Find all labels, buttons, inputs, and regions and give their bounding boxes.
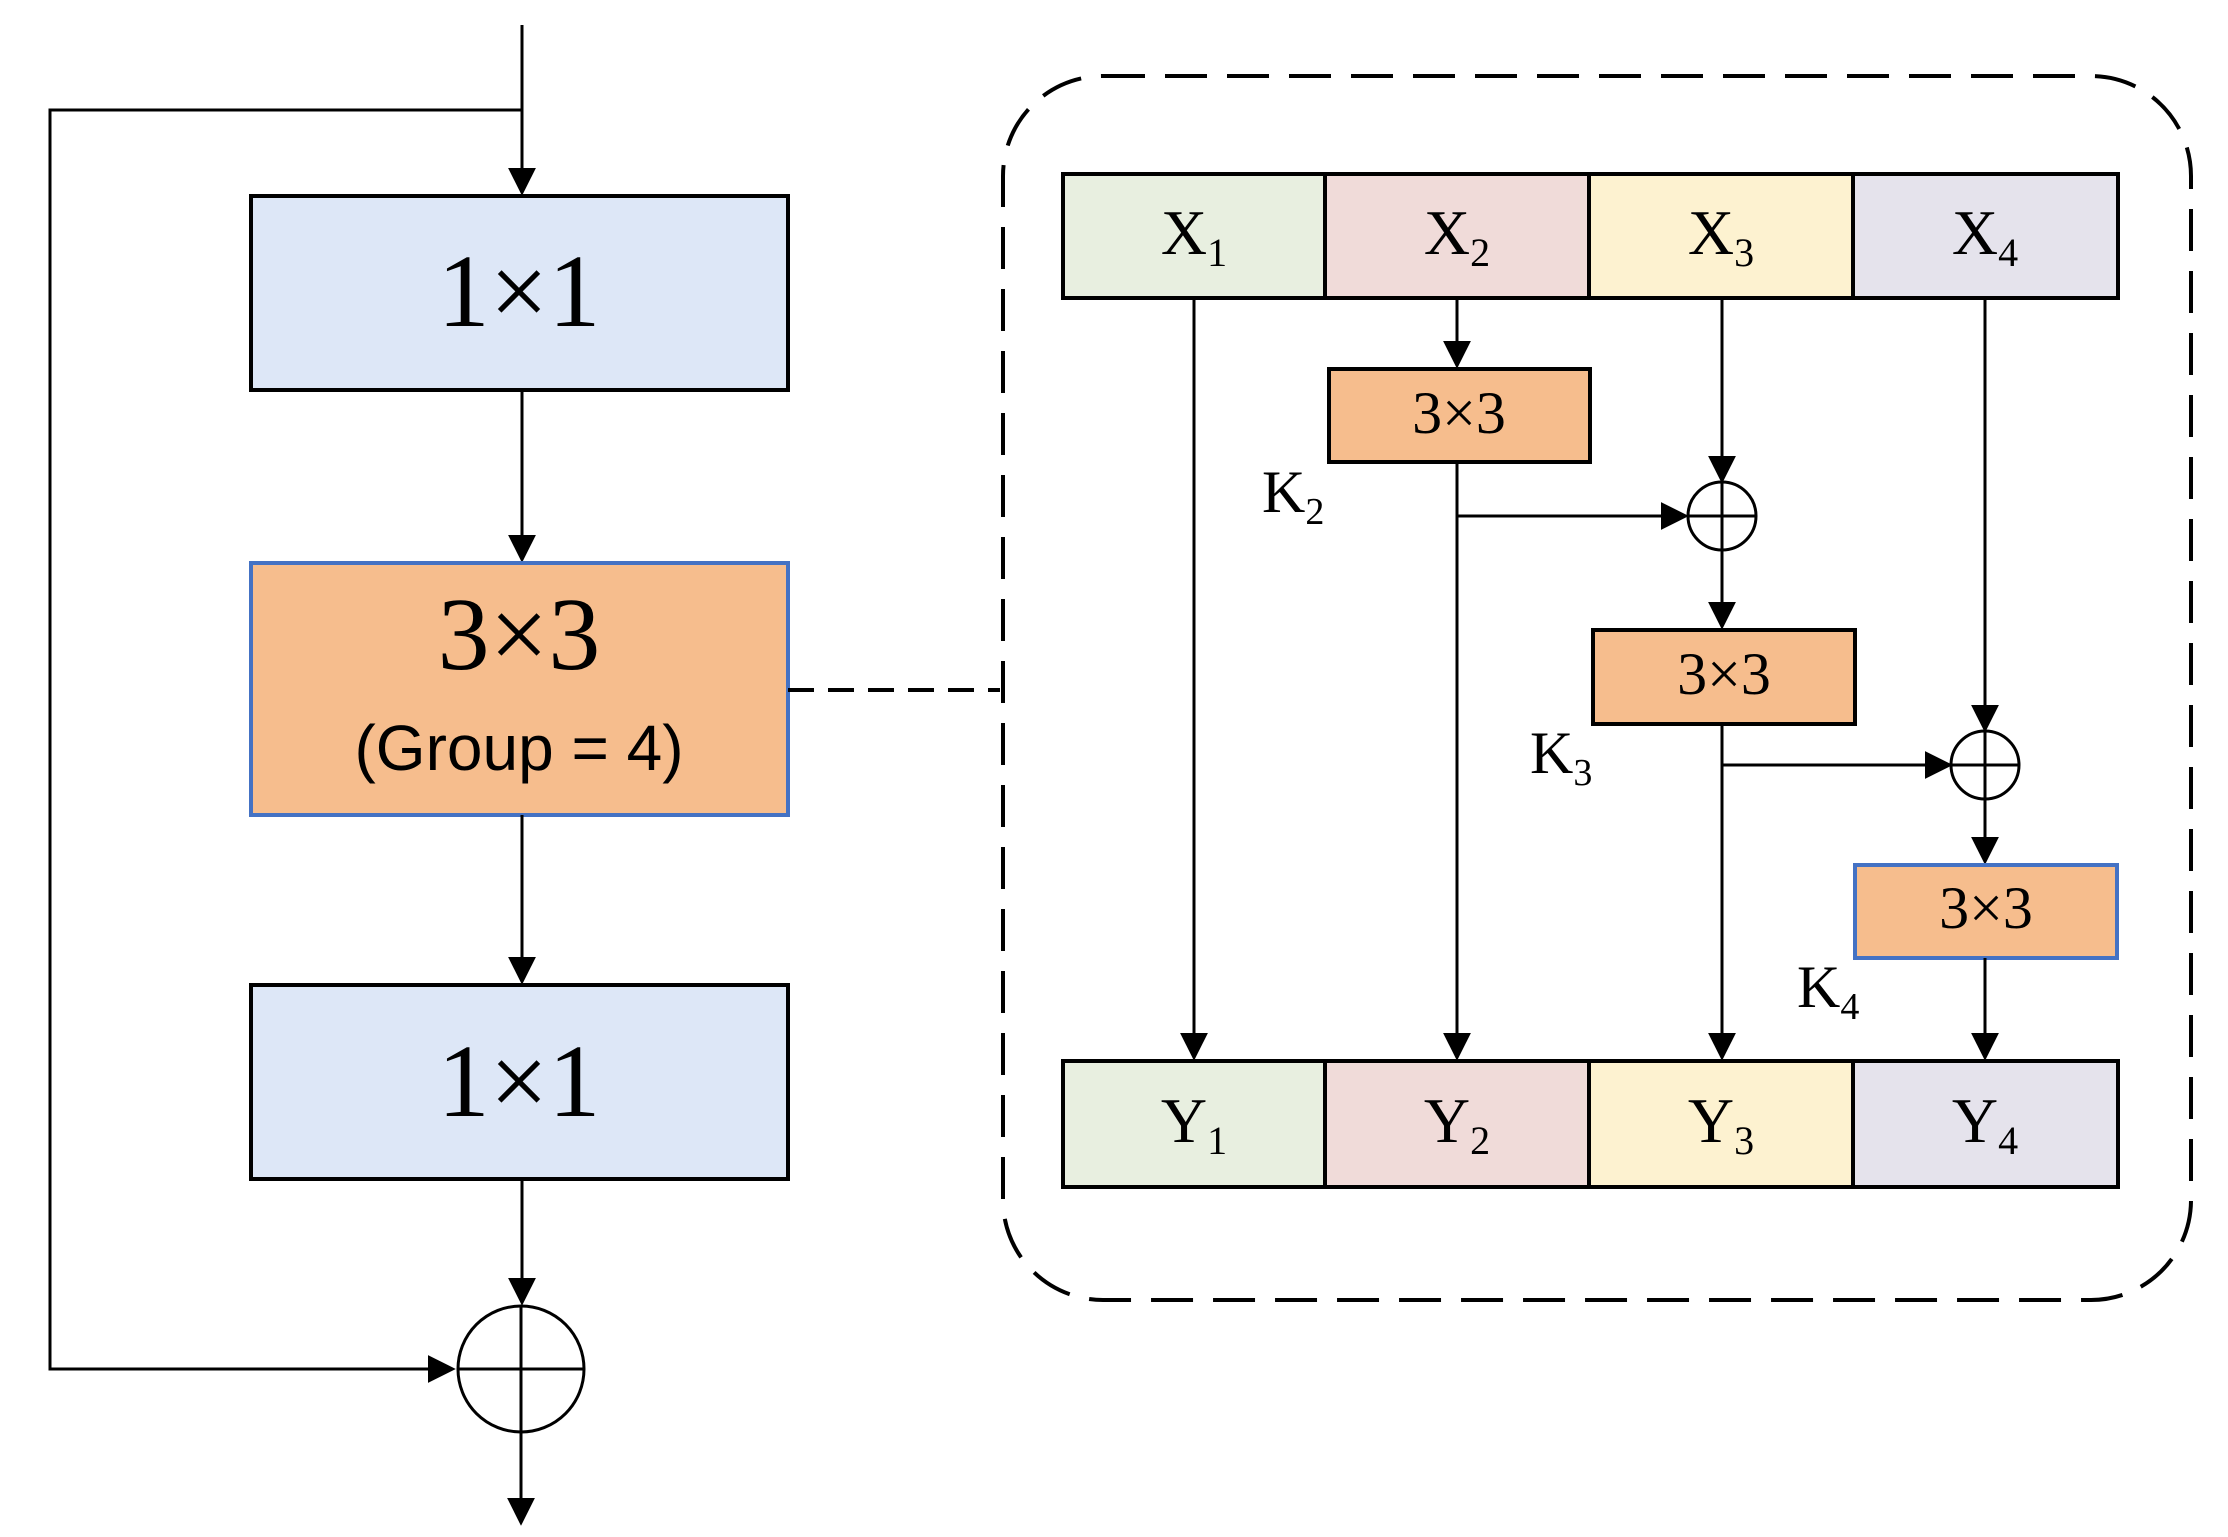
sum4-icon (1949, 729, 2021, 801)
top-conv-box (249, 194, 790, 392)
kernel-label-k2: K2 (1262, 459, 1324, 533)
mid-conv-sublabel: (Group = 4) (354, 712, 683, 784)
svg-text:X3: X3 (1688, 197, 1754, 275)
input-x2: X2 (1323, 172, 1591, 300)
input-splits: X1 X2 X3 X4 (1061, 172, 2120, 300)
output-y2: Y2 (1323, 1059, 1591, 1189)
mid-conv-3x3-group: 3×3 (Group = 4) (249, 561, 790, 817)
input-x3: X3 (1587, 172, 1855, 300)
output-splits: Y1 Y2 Y3 Y4 (1061, 1059, 2120, 1189)
top-conv-label: 1×1 (438, 234, 601, 349)
kernel-label-k3: K3 (1530, 720, 1592, 794)
detail-frame (1001, 74, 2193, 1302)
svg-text:3×3: 3×3 (1677, 641, 1771, 707)
svg-text:3×3: 3×3 (1939, 875, 2033, 941)
skip-connection (48, 108, 522, 1383)
bottom-conv-1x1: 1×1 (249, 983, 790, 1181)
output-y4: Y4 (1851, 1059, 2120, 1189)
svg-text:Y3: Y3 (1688, 1085, 1754, 1163)
svg-text:X2: X2 (1424, 197, 1490, 275)
svg-text:3×3: 3×3 (1412, 380, 1506, 446)
svg-text:X4: X4 (1952, 197, 2018, 275)
conv-k3: 3×3 (1591, 628, 1857, 726)
sum3-icon (1686, 480, 1758, 552)
output-y1: Y1 (1061, 1059, 1327, 1189)
bottom-conv-label: 1×1 (438, 1024, 601, 1139)
conv-k4: 3×3 (1853, 863, 2119, 960)
output-y3: Y3 (1587, 1059, 1855, 1189)
residual-sum-icon (456, 1304, 586, 1434)
bottom-conv-box (249, 983, 790, 1181)
svg-text:Y2: Y2 (1424, 1085, 1490, 1163)
input-x4: X4 (1851, 172, 2120, 300)
kernel-label-k4: K4 (1797, 954, 1859, 1028)
conv-k2: 3×3 (1327, 367, 1592, 464)
svg-text:X1: X1 (1161, 197, 1227, 275)
top-conv-1x1: 1×1 (249, 194, 790, 392)
input-x1: X1 (1061, 172, 1327, 300)
svg-text:Y1: Y1 (1161, 1085, 1227, 1163)
svg-text:Y4: Y4 (1952, 1085, 2018, 1163)
mid-conv-label: 3×3 (438, 577, 601, 692)
mid-conv-box (249, 561, 790, 817)
